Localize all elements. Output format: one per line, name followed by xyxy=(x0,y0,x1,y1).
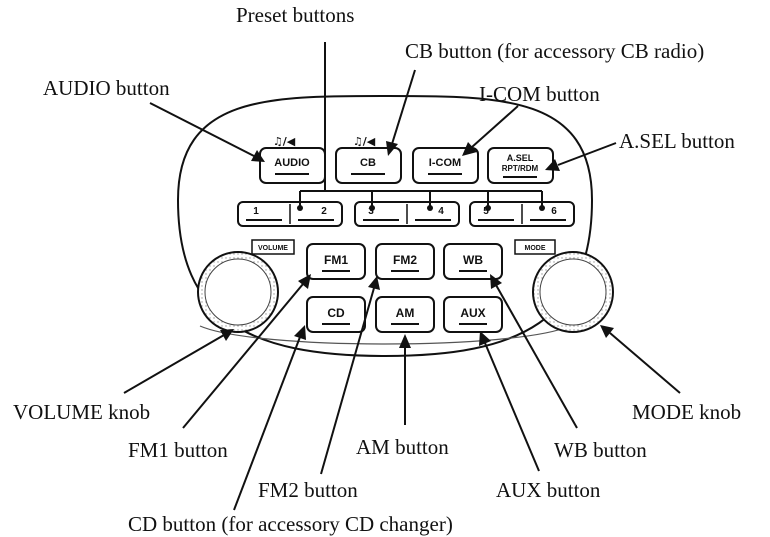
panel-inner-contour xyxy=(199,325,571,345)
preset-button-1[interactable]: 1 xyxy=(246,206,282,221)
preset-callout-bracket xyxy=(297,42,545,211)
asel-button[interactable]: A.SEL RPT/RDM xyxy=(487,147,554,184)
wb-button-label: WB xyxy=(463,253,483,267)
preset-button-3[interactable]: 3 xyxy=(363,206,399,221)
fm2-button-callout: FM2 button xyxy=(258,478,358,502)
volume-label-box: VOLUME xyxy=(251,239,295,255)
preset-2-label: 2 xyxy=(321,206,327,217)
wb-button[interactable]: WB xyxy=(443,243,503,280)
mode-label-box: MODE xyxy=(514,239,556,255)
asel-button-label: A.SEL xyxy=(507,153,534,163)
headphone-speaker-icon: ♫/◀ xyxy=(353,135,376,148)
icom-button[interactable]: I-COM xyxy=(412,147,479,184)
preset-button-6[interactable]: 6 xyxy=(530,206,566,221)
fm1-button-label: FM1 xyxy=(324,253,348,267)
fm1-button-callout: FM1 button xyxy=(128,438,228,462)
headphone-speaker-icon: ♫/◀ xyxy=(273,135,296,148)
am-button-callout: AM button xyxy=(356,435,449,459)
audio-button-callout: AUDIO button xyxy=(43,76,170,100)
fm2-button-label: FM2 xyxy=(393,253,417,267)
icom-button-callout: I-COM button xyxy=(479,82,600,106)
icom-button-label: I-COM xyxy=(429,157,461,169)
am-button[interactable]: AM xyxy=(375,296,435,333)
am-button-label: AM xyxy=(396,306,415,320)
preset-5-label: 5 xyxy=(483,206,489,217)
rpt-rdm-label: RPT/RDM xyxy=(502,164,539,173)
asel-button-callout: A.SEL button xyxy=(619,129,735,153)
aux-button-label: AUX xyxy=(460,306,485,320)
cd-button-label: CD xyxy=(327,306,345,320)
preset-button-5[interactable]: 5 xyxy=(478,206,514,221)
wb-button-callout: WB button xyxy=(554,438,647,462)
preset-buttons-callout: Preset buttons xyxy=(236,3,354,27)
cb-button-label: CB xyxy=(360,157,376,169)
preset-6-label: 6 xyxy=(551,206,557,217)
audio-button[interactable]: ♫/◀ AUDIO xyxy=(259,135,326,184)
fm2-button[interactable]: FM2 xyxy=(375,243,435,280)
preset-button-2[interactable]: 2 xyxy=(298,206,334,221)
mode-knob-callout: MODE knob xyxy=(632,400,741,424)
volume-knob[interactable] xyxy=(197,251,279,333)
aux-button-callout: AUX button xyxy=(496,478,601,502)
cd-button-callout: CD button (for accessory CD changer) xyxy=(128,512,453,536)
mode-label-text: MODE xyxy=(525,245,546,252)
preset-button-4[interactable]: 4 xyxy=(415,206,451,221)
callout-leader-lines xyxy=(123,69,681,511)
aux-button[interactable]: AUX xyxy=(443,296,503,333)
audio-button-label: AUDIO xyxy=(274,157,310,169)
preset-4-label: 4 xyxy=(438,206,444,217)
volume-knob-callout: VOLUME knob xyxy=(13,400,150,424)
fm1-button[interactable]: FM1 xyxy=(306,243,366,280)
mode-knob[interactable] xyxy=(532,251,614,333)
preset-3-label: 3 xyxy=(368,206,374,217)
preset-1-label: 1 xyxy=(253,206,259,217)
cb-button-callout: CB button (for accessory CB radio) xyxy=(405,39,704,63)
cb-button[interactable]: ♫/◀ CB xyxy=(335,135,402,184)
cd-button[interactable]: CD xyxy=(306,296,366,333)
volume-label-text: VOLUME xyxy=(258,245,288,252)
